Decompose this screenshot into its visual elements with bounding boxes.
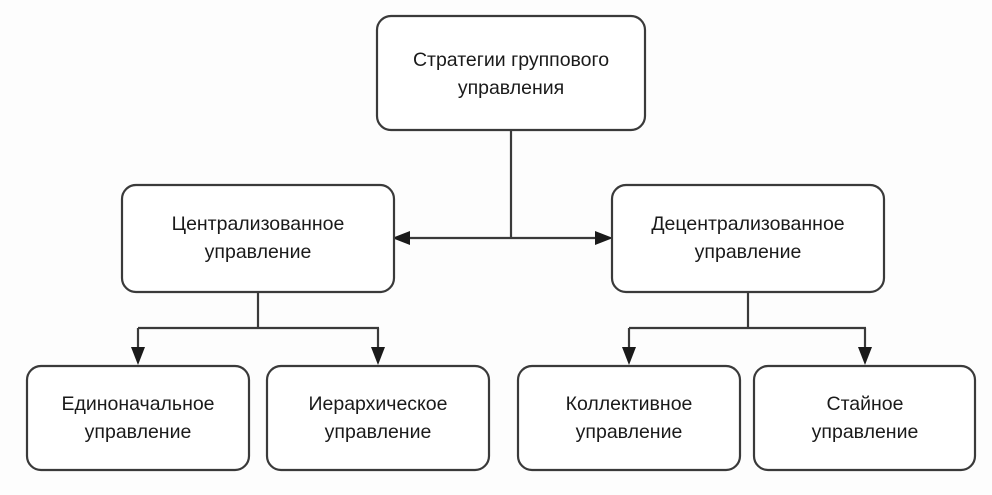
node-centralized-box[interactable]	[120, 183, 396, 294]
connector-group-decentralized-to-children	[622, 292, 872, 365]
node-one-man-label-line1: Единоначальное	[61, 393, 214, 415]
node-swarm-label-line2: управление	[812, 421, 919, 443]
node-swarm[interactable]: Стайное управление	[752, 364, 977, 472]
node-centralized-label-line1: Централизованное	[172, 213, 345, 235]
node-swarm-label-line1: Стайное	[827, 393, 904, 415]
arrow-head-down-to-swarm	[858, 347, 872, 365]
arrow-head-down-to-one-man	[131, 347, 145, 365]
node-collective-box[interactable]	[516, 364, 742, 472]
node-hierarchical[interactable]: Иерархическое управление	[265, 364, 491, 472]
node-collective[interactable]: Коллективное управление	[516, 364, 742, 472]
node-collective-label-line2: управление	[576, 421, 683, 443]
connector-group-centralized-to-children	[131, 292, 385, 365]
node-one-man-label-line2: управление	[85, 421, 192, 443]
node-centralized-label-line2: управление	[205, 241, 312, 263]
node-centralized[interactable]: Централизованное управление	[120, 183, 396, 294]
arrow-head-down-to-hierarchical	[371, 347, 385, 365]
node-collective-label-line1: Коллективное	[566, 393, 693, 415]
node-decentralized-label-line1: Децентрализованное	[651, 213, 844, 235]
node-root[interactable]: Стратегии группового управления	[375, 14, 647, 132]
node-hierarchical-label-line1: Иерархическое	[308, 393, 447, 415]
node-root-label-line2: управления	[458, 77, 564, 99]
node-one-man[interactable]: Единоначальное управление	[25, 364, 251, 472]
arrow-head-right-to-decentralized	[595, 231, 613, 245]
node-one-man-box[interactable]	[25, 364, 251, 472]
connector-group-root-to-level2	[392, 130, 613, 245]
node-decentralized-label-line2: управление	[695, 241, 802, 263]
node-swarm-box[interactable]	[752, 364, 977, 472]
arrow-head-left-to-centralized	[392, 231, 410, 245]
node-root-label-line1: Стратегии группового	[413, 49, 609, 71]
node-decentralized-box[interactable]	[610, 183, 886, 294]
node-root-box[interactable]	[375, 14, 647, 132]
node-hierarchical-label-line2: управление	[325, 421, 432, 443]
node-decentralized[interactable]: Децентрализованное управление	[610, 183, 886, 294]
arrow-head-down-to-collective	[622, 347, 636, 365]
node-hierarchical-box[interactable]	[265, 364, 491, 472]
